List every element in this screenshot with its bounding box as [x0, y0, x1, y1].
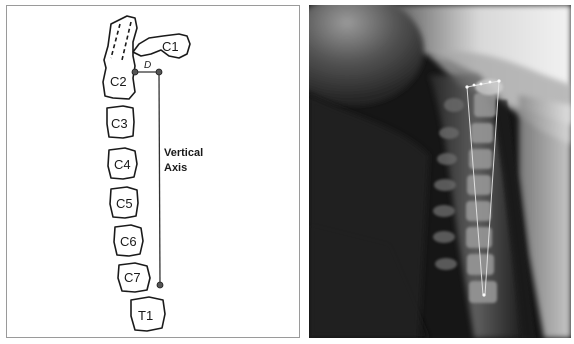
label-c5: C5	[116, 196, 133, 211]
xray-illustration	[309, 5, 571, 338]
xray-image	[309, 5, 571, 338]
label-c2: C2	[110, 74, 127, 89]
dens-dashed-line-2	[122, 22, 131, 60]
point-c2-posterior	[132, 69, 138, 75]
point-c7	[157, 282, 163, 288]
label-c7: C7	[124, 270, 141, 285]
dens-dashed-line-1	[111, 24, 120, 58]
spine-diagram: D C1 C2 C3 C4 C5 C6 C7 T1 Vertical Axis	[7, 6, 301, 339]
label-d: D	[144, 60, 151, 71]
vertical-axis-label-line2: Axis	[164, 162, 187, 174]
label-c6: C6	[120, 234, 137, 249]
label-t1: T1	[138, 308, 153, 323]
label-c3: C3	[111, 116, 128, 131]
label-c1: C1	[162, 39, 179, 54]
point-c2-anterior	[156, 69, 162, 75]
spine-diagram-panel: D C1 C2 C3 C4 C5 C6 C7 T1 Vertical Axis	[6, 5, 300, 338]
label-c4: C4	[114, 157, 131, 172]
vertical-axis-line	[159, 72, 160, 285]
vertical-axis-label-line1: Vertical	[164, 147, 203, 159]
